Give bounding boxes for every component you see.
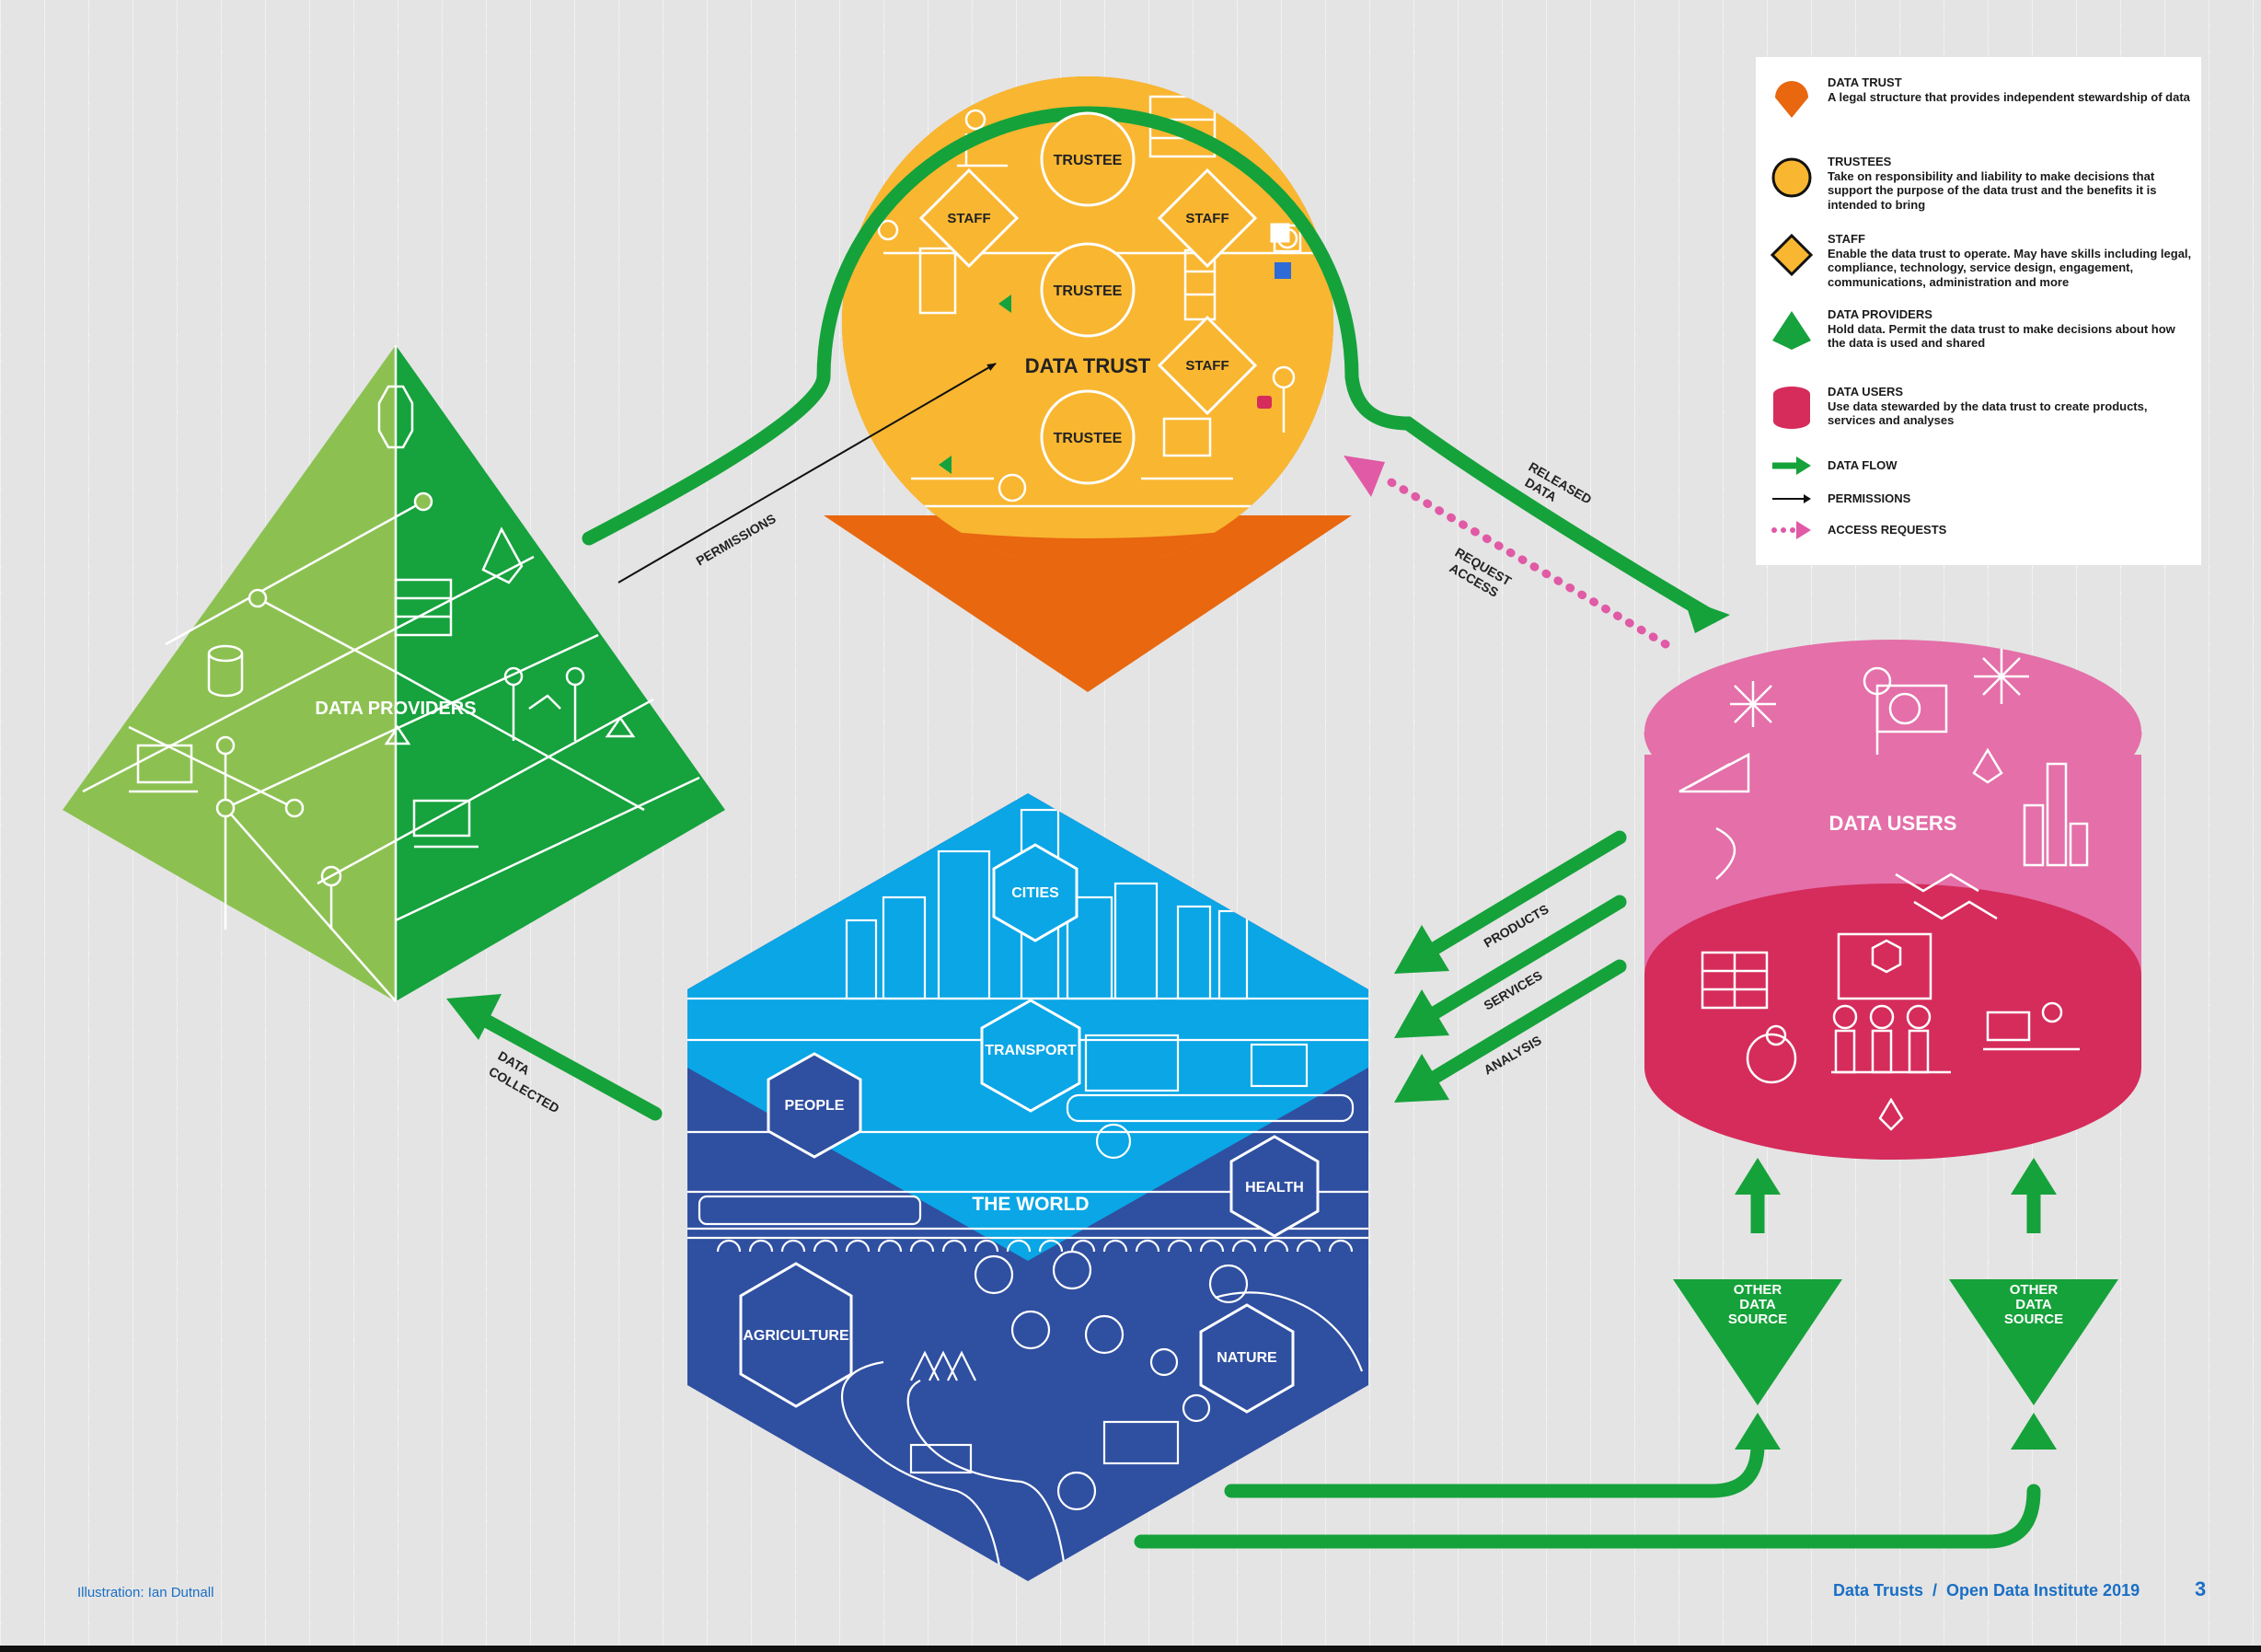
legend-title: PERMISSIONS	[1828, 491, 1911, 505]
svg-text:DATA: DATA	[1739, 1297, 1776, 1312]
legend-title: TRUSTEES	[1828, 155, 1892, 168]
legend-title: DATA PROVIDERS	[1828, 307, 1932, 321]
legend-title: DATA USERS	[1828, 385, 1904, 399]
cylinder-icon	[1773, 387, 1810, 429]
hex-people: PEOPLE	[767, 1052, 862, 1159]
legend-desc: Enable the data trust to operate. May ha…	[1828, 246, 2192, 289]
legend-title: ACCESS REQUESTS	[1828, 523, 1947, 537]
data-users-title: DATA USERS	[1829, 812, 1957, 835]
circle-icon	[1771, 157, 1812, 198]
bottom-bar	[0, 1646, 2261, 1652]
data-providers-pyramid: DATA PROVIDERS	[63, 345, 725, 1002]
permissions-arrow	[617, 363, 997, 583]
staff-diamond: STAFF	[1157, 315, 1258, 416]
users-line-art	[1678, 649, 2089, 1131]
hex-agriculture: AGRICULTURE	[739, 1262, 853, 1408]
trustee-label: TRUSTEE	[1054, 431, 1123, 446]
staff-label: STAFF	[947, 211, 990, 226]
legend-desc: Take on responsibility and liability to …	[1828, 168, 2157, 212]
svg-text:DATA: DATA	[2015, 1297, 2052, 1312]
publication-title: Data Trusts / Open Data Institute 2019	[1833, 1581, 2140, 1600]
other-data-source-2: OTHER DATA SOURCE	[1949, 1158, 2118, 1405]
svg-text:OTHER: OTHER	[2010, 1282, 2059, 1298]
svg-text:OTHER: OTHER	[1734, 1282, 1782, 1298]
data-providers-title: DATA PROVIDERS	[315, 699, 476, 719]
data-collected-arrow	[446, 994, 663, 1121]
staff-diamond: STAFF	[918, 168, 1020, 269]
trustee-circle: TRUSTEE	[1040, 389, 1136, 485]
svg-text:TRANSPORT: TRANSPORT	[985, 1043, 1077, 1058]
data-trust-pin: TRUSTEE TRUSTEE TRUSTEE STAFF STAFF STAF…	[582, 76, 1730, 692]
svg-text:HEALTH: HEALTH	[1245, 1180, 1304, 1196]
the-world-title: THE WORLD	[972, 1194, 1089, 1215]
dotted-arrow-icon	[1771, 521, 1811, 539]
analysis-arrow	[1394, 959, 1627, 1103]
svg-text:AGRICULTURE: AGRICULTURE	[743, 1328, 849, 1344]
legend-desc: Hold data. Permit the data trust to make…	[1828, 321, 2175, 351]
svg-text:CITIES: CITIES	[1011, 885, 1059, 901]
trustee-label: TRUSTEE	[1054, 283, 1123, 299]
trustee-circle: TRUSTEE	[1040, 111, 1136, 207]
map-pin-icon	[1775, 81, 1808, 118]
world-to-source-1-flow	[1224, 1413, 1781, 1498]
request-access-arrow	[1380, 474, 1670, 649]
trust-outline-flow	[582, 106, 1719, 624]
page-number: 3	[2195, 1577, 2207, 1600]
data-trust-title: DATA TRUST	[1025, 354, 1151, 377]
hex-cities: CITIES	[992, 843, 1079, 942]
black-arrow-icon	[1772, 494, 1811, 503]
svg-text:SOURCE: SOURCE	[2004, 1311, 2063, 1327]
green-arrow-icon	[1772, 456, 1811, 475]
pyramid-icon	[1772, 311, 1811, 350]
other-data-source-1: OTHER DATA SOURCE	[1673, 1158, 1842, 1405]
world-to-source-2-flow	[1134, 1413, 2057, 1549]
hex-nature: NATURE	[1199, 1303, 1295, 1414]
legend: DATA TRUST A legal structure that provid…	[1756, 57, 2201, 565]
the-world-hexagon: CITIES TRANSPORT PEOPLE HEALTH AGRICULTU…	[687, 793, 1368, 1581]
hex-transport: TRANSPORT	[980, 999, 1081, 1113]
products-arrow	[1394, 830, 1627, 974]
svg-text:NATURE: NATURE	[1217, 1350, 1277, 1366]
permissions-label: PERMISSIONS	[694, 511, 779, 568]
staff-diamond: STAFF	[1157, 168, 1258, 269]
staff-label: STAFF	[1185, 358, 1229, 374]
legend-title: DATA TRUST	[1828, 75, 1902, 89]
legend-desc: A legal structure that provides independ…	[1828, 89, 2190, 104]
services-arrow	[1394, 895, 1627, 1038]
released-data-arrowhead	[1684, 598, 1730, 633]
hex-health: HEALTH	[1229, 1135, 1320, 1238]
trustee-circle: TRUSTEE	[1040, 242, 1136, 338]
trustee-label: TRUSTEE	[1054, 153, 1123, 168]
request-access-arrowhead	[1344, 456, 1385, 497]
legend-title: DATA FLOW	[1828, 458, 1898, 472]
legend-title: STAFF	[1828, 232, 1865, 246]
illustration-credit: Illustration: Ian Dutnall	[77, 1585, 214, 1600]
data-users-cylinder: DATA USERS	[1644, 640, 2142, 1160]
svg-text:PEOPLE: PEOPLE	[785, 1098, 845, 1114]
pyramid-network-lines	[82, 345, 700, 1002]
svg-text:SOURCE: SOURCE	[1728, 1311, 1787, 1327]
legend-desc: Use data stewarded by the data trust to …	[1828, 399, 2148, 428]
pin-point	[824, 515, 1352, 692]
diamond-icon	[1770, 233, 1814, 277]
staff-label: STAFF	[1185, 211, 1229, 226]
